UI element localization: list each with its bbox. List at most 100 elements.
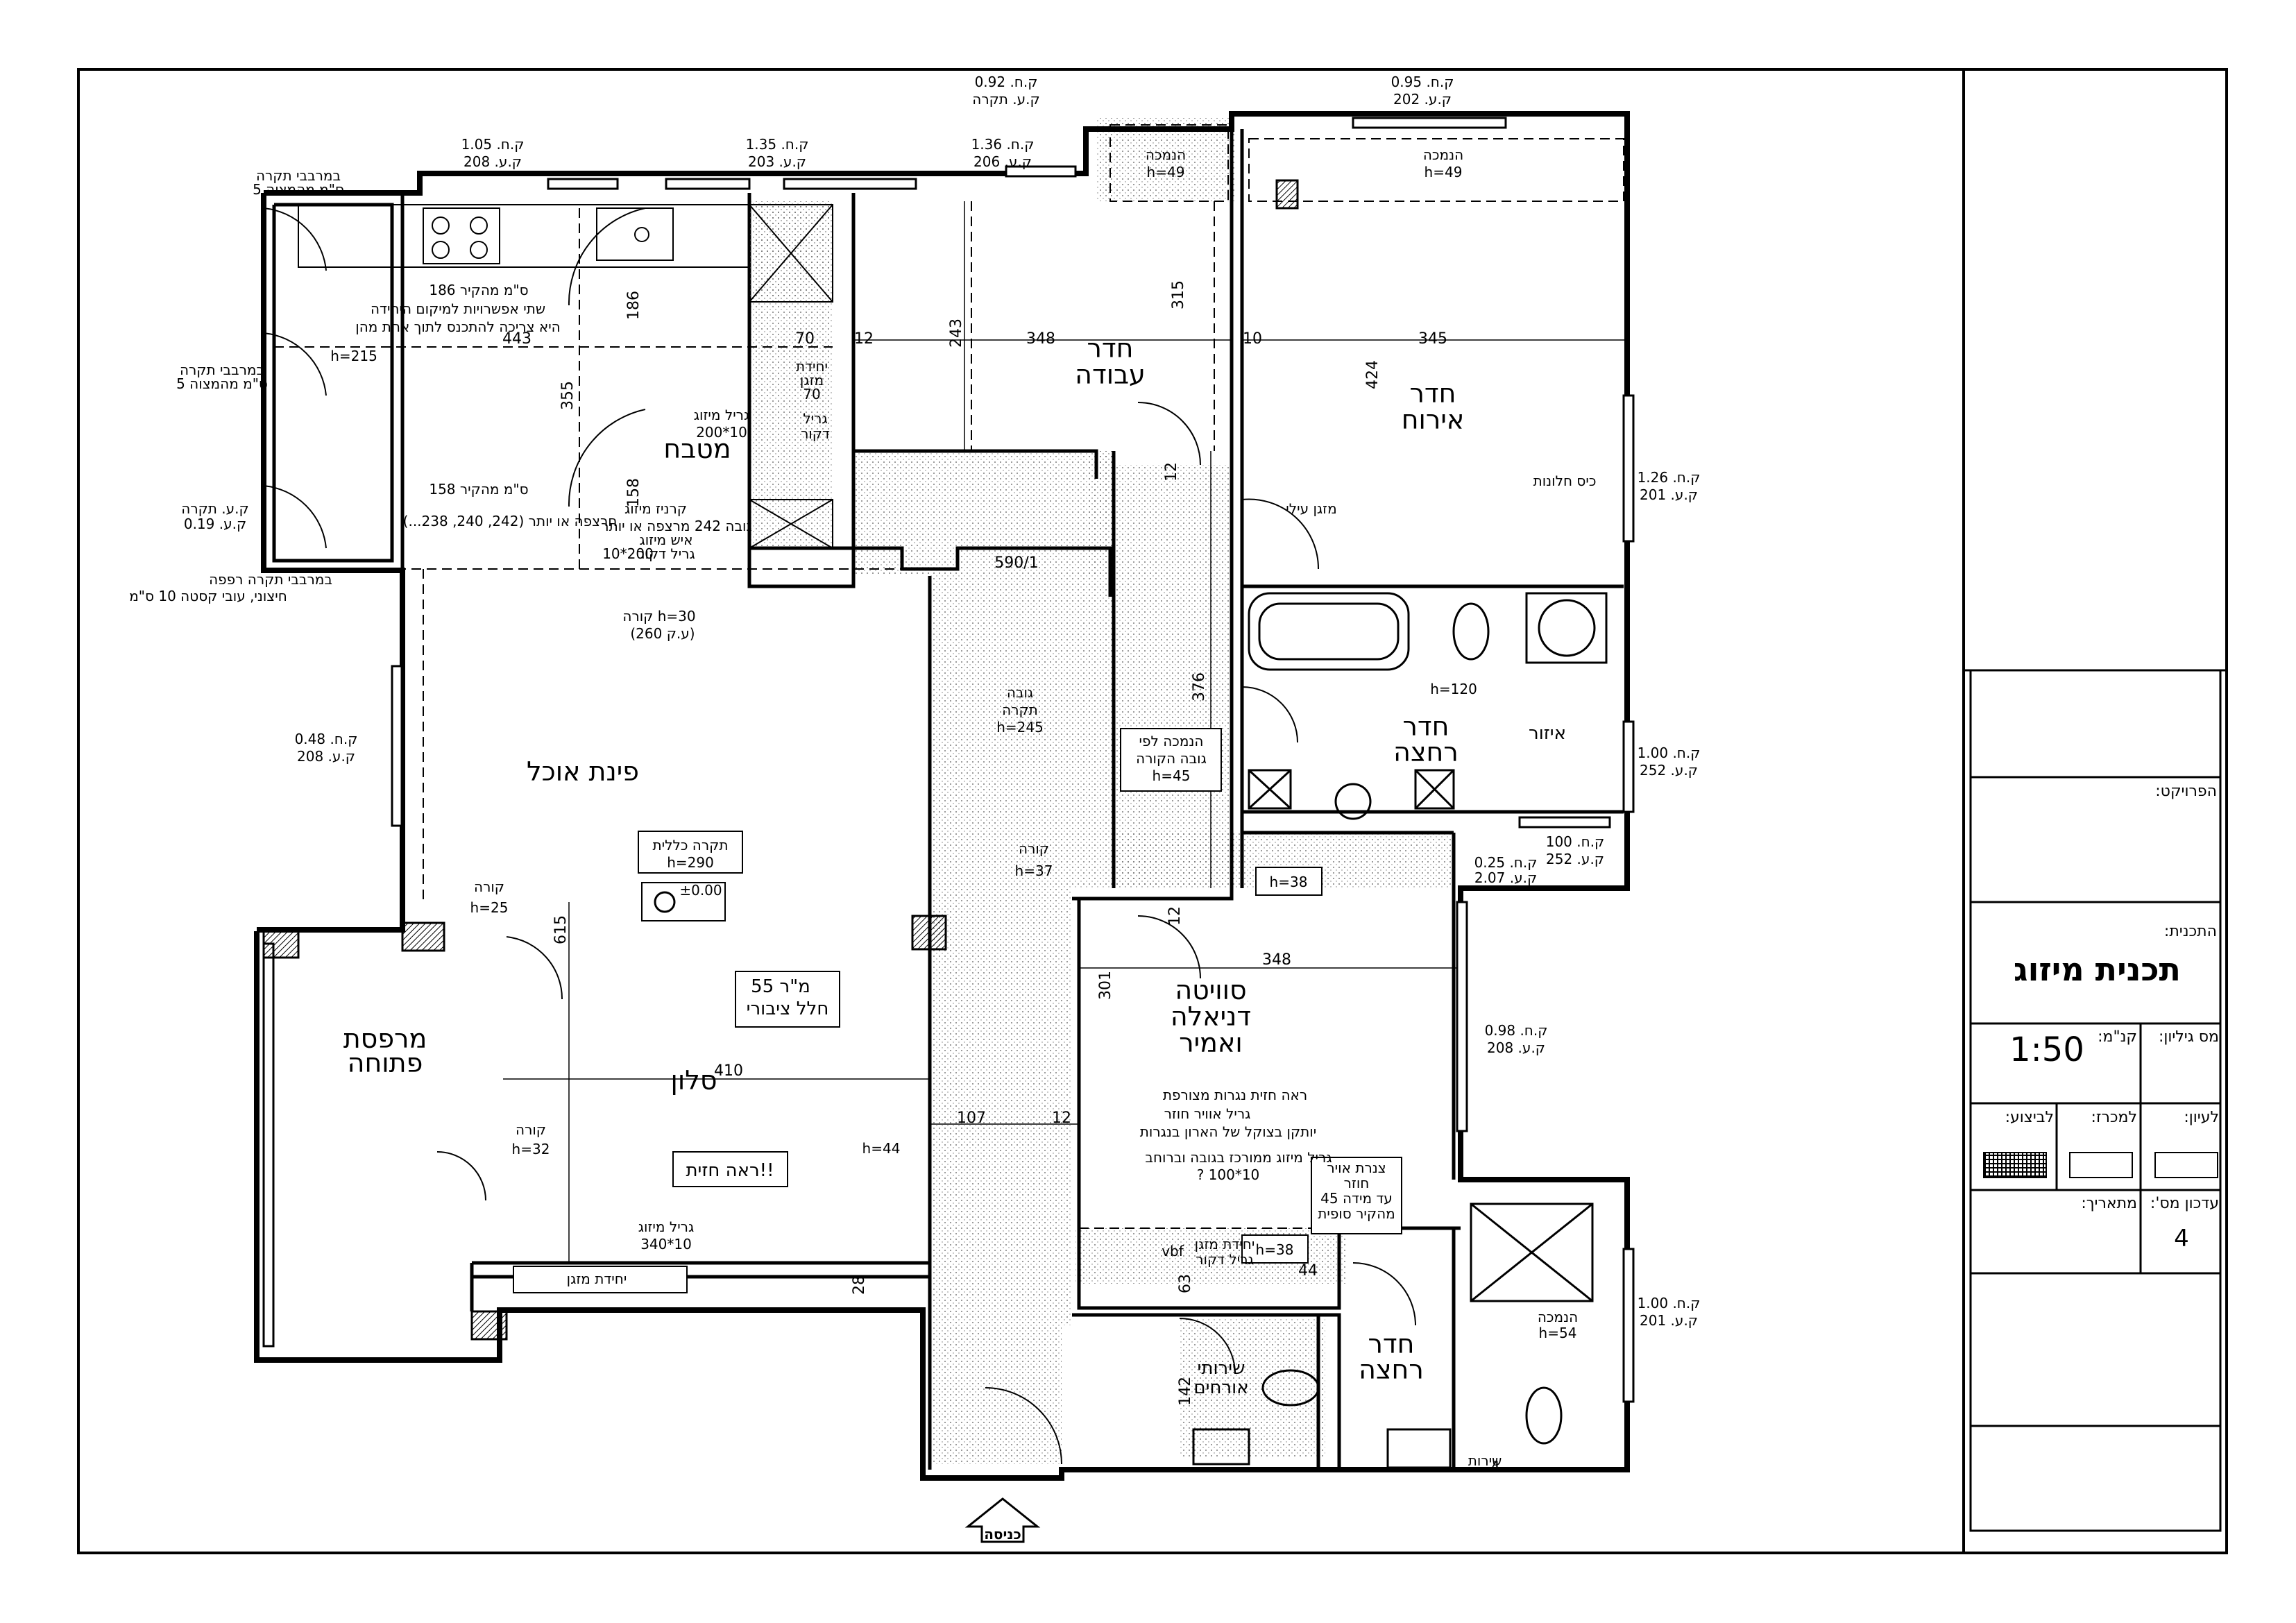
window-tag-2: ק.ח. 1.35 xyxy=(746,136,809,153)
public-area-label: חלל ציבורי xyxy=(747,999,829,1019)
lowering-54-h: h=54 xyxy=(1539,1325,1577,1341)
dim-107: 107 xyxy=(957,1110,986,1127)
kitchen-note-5: (...238 ,240 ,242) חרצפה או יותר xyxy=(403,513,618,529)
scale-label: קנ"מ: xyxy=(2098,1028,2137,1046)
window-small-2: ק.ע. 0.19 xyxy=(184,516,246,532)
dim-142: 142 xyxy=(1177,1377,1194,1406)
bath2-label-2: רחצה xyxy=(1359,1354,1424,1385)
dim-410: 410 xyxy=(714,1062,743,1080)
suite-note-2: גריל אוויר חוזר xyxy=(1164,1105,1251,1122)
review-checkbox[interactable] xyxy=(2154,1152,2218,1178)
balcony-label-2: פתוחה xyxy=(348,1048,423,1078)
dim-12c: 12 xyxy=(1052,1110,1071,1127)
unit-70-2: מזגן xyxy=(800,372,824,389)
dim-355: 355 xyxy=(559,381,577,410)
curtain-box-note: כיס חלונות xyxy=(1533,473,1597,489)
plan-label: התכנית: xyxy=(2163,923,2217,940)
dim-315: 315 xyxy=(1170,280,1187,309)
decor-grill-2: דקור xyxy=(801,425,830,442)
window-tag-5: ק.ח. 0.95 xyxy=(1391,74,1454,90)
beam-32-height: h=32 xyxy=(512,1141,550,1157)
lowering-54: הנמכה xyxy=(1538,1309,1578,1325)
window-tag-3: ק.ח. 1.36 xyxy=(971,136,1035,153)
ceiling-height-label-2: תקרה xyxy=(1002,702,1038,718)
beam-30: קורה h=30 xyxy=(622,608,695,624)
window-tag-7b: ק.ע. 252 xyxy=(1640,762,1698,779)
cornice-note-2: גובה 242 מרצפה או יותר xyxy=(601,518,751,534)
dim-186: 186 xyxy=(625,291,643,320)
dim-10: 10 xyxy=(1243,330,1262,348)
tender-checkbox[interactable] xyxy=(2069,1152,2133,1178)
lowering-215: h=215 xyxy=(330,348,377,364)
window-tag-3b: ק.ע. 206 xyxy=(973,153,1032,170)
box-left-5: במרבבי תקרה רפפה xyxy=(209,571,332,588)
suite-label-2: דניאלה xyxy=(1171,1001,1251,1032)
dim-348b: 348 xyxy=(1262,951,1291,969)
project-label: הפרויקט: xyxy=(2155,783,2217,800)
suite-label: סוויטה xyxy=(1175,975,1246,1005)
unit-vbf-3: vbf xyxy=(1162,1243,1184,1259)
dim-4: 4 xyxy=(1490,1459,1500,1477)
return-pipe: צנרת אויר xyxy=(1327,1159,1386,1176)
return-pipe-4: מהקיר סופית xyxy=(1318,1205,1395,1222)
dim-12d: 12 xyxy=(1166,906,1184,926)
kitchen-grill-note: גריל מיזוג xyxy=(694,407,749,423)
suite-note-1: ראה חזית נגרות מצורפת xyxy=(1163,1087,1307,1103)
window-tag-1b: ק.ע. 208 xyxy=(464,153,522,170)
beam-37-label: קורה xyxy=(1019,840,1049,857)
return-pipe-2: חוזר xyxy=(1344,1175,1370,1191)
work-room-label: חדר xyxy=(1087,333,1133,364)
window-tag-12: ק.ח. 0.48 xyxy=(295,731,358,747)
review-label: לעיון: xyxy=(2184,1109,2219,1126)
dim-615: 615 xyxy=(552,915,570,944)
living-label: סלון xyxy=(671,1065,717,1096)
cornice-note: קרניז מיזוג xyxy=(624,500,687,517)
dim-443: 443 xyxy=(502,330,532,348)
unit-vbf: יחידת מזגן xyxy=(1195,1236,1255,1252)
kitchen-note-2: שתי אפשרויות למיקום היחידה xyxy=(371,300,545,317)
window-tag-12b: ק.ע. 208 xyxy=(297,748,355,765)
general-ceiling-height: h=290 xyxy=(667,854,714,871)
suite-note-5: ? 100*10 xyxy=(1197,1166,1260,1183)
beam-25-height: h=25 xyxy=(470,899,509,916)
window-tag-11: ק.ח. 1.00 xyxy=(1638,1295,1701,1311)
lowering-49b-h: h=49 xyxy=(1425,164,1463,180)
guest-wc-label: שירותי xyxy=(1198,1358,1245,1379)
window-tag-4b: ק.ע. תקרה xyxy=(972,91,1039,108)
dining-label: פינת אוכל xyxy=(527,756,639,787)
return-grill-note-2: גריל דקור xyxy=(637,545,695,562)
sheet-no-label: מס גיליון: xyxy=(2158,1028,2219,1046)
window-tag-10b: ק.ע. 208 xyxy=(1487,1039,1545,1056)
revision-label: עדכון מס': xyxy=(2150,1195,2219,1212)
window-tag-11b: ק.ע. 201 xyxy=(1640,1312,1698,1329)
supply-grill-dim: 340*10 xyxy=(640,1236,692,1252)
title-block-grid xyxy=(1964,669,2227,1532)
lowering-note-3: h=45 xyxy=(1153,767,1191,784)
suite-label-3: ואמיר xyxy=(1179,1028,1243,1058)
execution-checkbox[interactable] xyxy=(1983,1152,2047,1178)
windows xyxy=(262,117,1635,1403)
lowering-49b: הנמכה xyxy=(1423,146,1463,163)
bath-fixtures xyxy=(1192,592,1608,1469)
window-tag-6b: ק.ע. 201 xyxy=(1640,486,1698,503)
date-label: מתאריך: xyxy=(2081,1195,2137,1212)
ceiling-height-label: גובה xyxy=(1007,684,1033,701)
box-left-1: במרבבי תקרה xyxy=(256,167,341,184)
dim-12b: 12 xyxy=(1163,462,1180,482)
kitchen-counter xyxy=(298,204,833,549)
entrance-label: כניסה xyxy=(984,1526,1021,1543)
window-tag-5b: ק.ע. 202 xyxy=(1393,91,1452,108)
work-room-label-2: עבודה xyxy=(1075,359,1146,390)
dim-348a: 348 xyxy=(1026,330,1055,348)
bath-label: חדר xyxy=(1402,711,1449,742)
suite-note-3: יותקן בצוקל של הארון בנגרות xyxy=(1140,1123,1316,1140)
window-tag-9b: ק.ע. 2.07 xyxy=(1474,869,1537,886)
columns xyxy=(262,179,1299,1341)
dim-301: 301 xyxy=(1097,971,1114,1000)
box-left-3: במרבבי תקרה xyxy=(180,362,264,378)
beam-25-label: קורה xyxy=(474,878,504,895)
guest-wc-label-2: אורחים xyxy=(1193,1377,1248,1398)
ceiling-height-value: h=245 xyxy=(996,719,1044,736)
unit-70-3: 70 xyxy=(803,386,820,402)
return-pipe-3: עד מידה 45 xyxy=(1320,1190,1393,1207)
